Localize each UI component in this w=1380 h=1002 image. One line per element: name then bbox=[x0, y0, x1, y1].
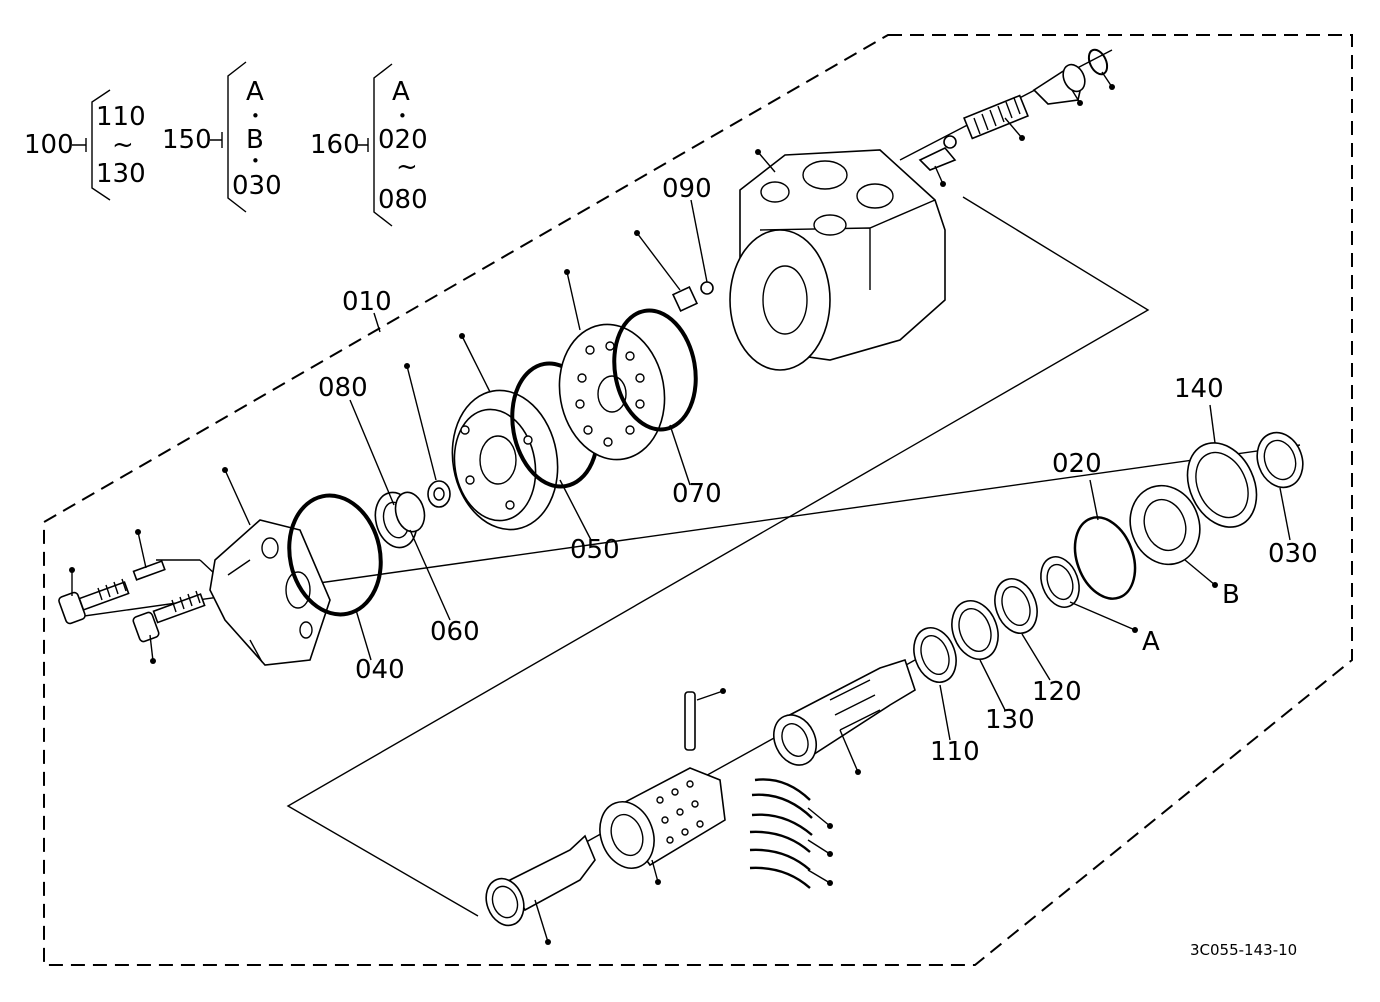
group-150-line-5: 030 bbox=[232, 171, 282, 201]
ring-140 bbox=[1186, 442, 1258, 528]
callout-120: 120 bbox=[1032, 677, 1082, 707]
callout-110: 110 bbox=[930, 737, 980, 767]
o-ring-020 bbox=[1073, 516, 1137, 600]
callout-050: 050 bbox=[570, 535, 620, 565]
plate bbox=[558, 323, 666, 461]
check-spring bbox=[671, 281, 714, 313]
ring-120 bbox=[994, 578, 1038, 634]
seal-A bbox=[1040, 556, 1080, 608]
group-160-line-2: • bbox=[398, 107, 407, 125]
relief-spring bbox=[963, 94, 1029, 140]
valve-housing bbox=[729, 149, 946, 371]
callout-070: 070 bbox=[672, 479, 722, 509]
group-150-line-4: • bbox=[251, 152, 260, 170]
leader-lines bbox=[71, 71, 1291, 943]
callout-090: 090 bbox=[662, 174, 712, 204]
group-160-line-3: 020 bbox=[378, 125, 428, 155]
group-160-line-1: A bbox=[392, 77, 410, 107]
spool bbox=[599, 767, 726, 869]
drawing-number: 3C055-143-10 bbox=[1190, 941, 1297, 959]
callout-040: 040 bbox=[355, 655, 405, 685]
group-100-line-2: ~ bbox=[112, 130, 134, 160]
callout-B: B bbox=[1222, 580, 1240, 610]
group-150-parent: 150 bbox=[162, 125, 212, 155]
ring-110 bbox=[913, 627, 957, 683]
o-ring-070 bbox=[612, 308, 698, 432]
group-100: 100 110 ~ 130 bbox=[24, 89, 146, 201]
o-ring-040 bbox=[287, 493, 383, 617]
callout-030: 030 bbox=[1268, 539, 1318, 569]
sleeve bbox=[773, 658, 916, 766]
assembly-boundary bbox=[43, 34, 1353, 966]
group-150-line-3: B bbox=[246, 125, 264, 155]
callout-130: 130 bbox=[985, 705, 1035, 735]
group-100-parent: 100 bbox=[24, 130, 74, 160]
group-150: 150 A • B • 030 bbox=[162, 61, 282, 213]
bolt-1 bbox=[58, 578, 130, 625]
relief-poppet bbox=[918, 135, 957, 171]
relief-o-ring bbox=[1087, 48, 1109, 76]
group-150-line-2: • bbox=[251, 107, 260, 125]
group-160-line-5: 080 bbox=[378, 185, 428, 215]
callout-060: 060 bbox=[430, 617, 480, 647]
seal-holder-B bbox=[1129, 484, 1201, 566]
group-150-line-1: A bbox=[246, 77, 264, 107]
group-100-line-3: 130 bbox=[96, 159, 146, 189]
cross-pin bbox=[684, 691, 696, 751]
centering-springs bbox=[749, 778, 813, 889]
group-100-line-1: 110 bbox=[96, 102, 146, 132]
leader-dots bbox=[69, 84, 1218, 945]
group-160-line-4: ~ bbox=[396, 152, 418, 182]
callout-080: 080 bbox=[318, 373, 368, 403]
group-160-parent: 160 bbox=[310, 130, 360, 160]
ring-030 bbox=[1256, 431, 1304, 489]
relief-plug bbox=[1032, 63, 1086, 105]
end-cap bbox=[209, 519, 331, 666]
washer-060 bbox=[427, 480, 451, 508]
drive-shaft bbox=[485, 834, 596, 927]
bearing-130 bbox=[951, 600, 999, 660]
callout-020: 020 bbox=[1052, 449, 1102, 479]
group-160: 160 A • 020 ~ 080 bbox=[310, 63, 428, 227]
callout-A: A bbox=[1142, 627, 1160, 657]
callout-140: 140 bbox=[1174, 374, 1224, 404]
pin-small bbox=[132, 560, 166, 581]
bolt-2 bbox=[132, 590, 206, 643]
callout-010: 010 bbox=[342, 287, 392, 317]
gerotor bbox=[451, 389, 559, 531]
